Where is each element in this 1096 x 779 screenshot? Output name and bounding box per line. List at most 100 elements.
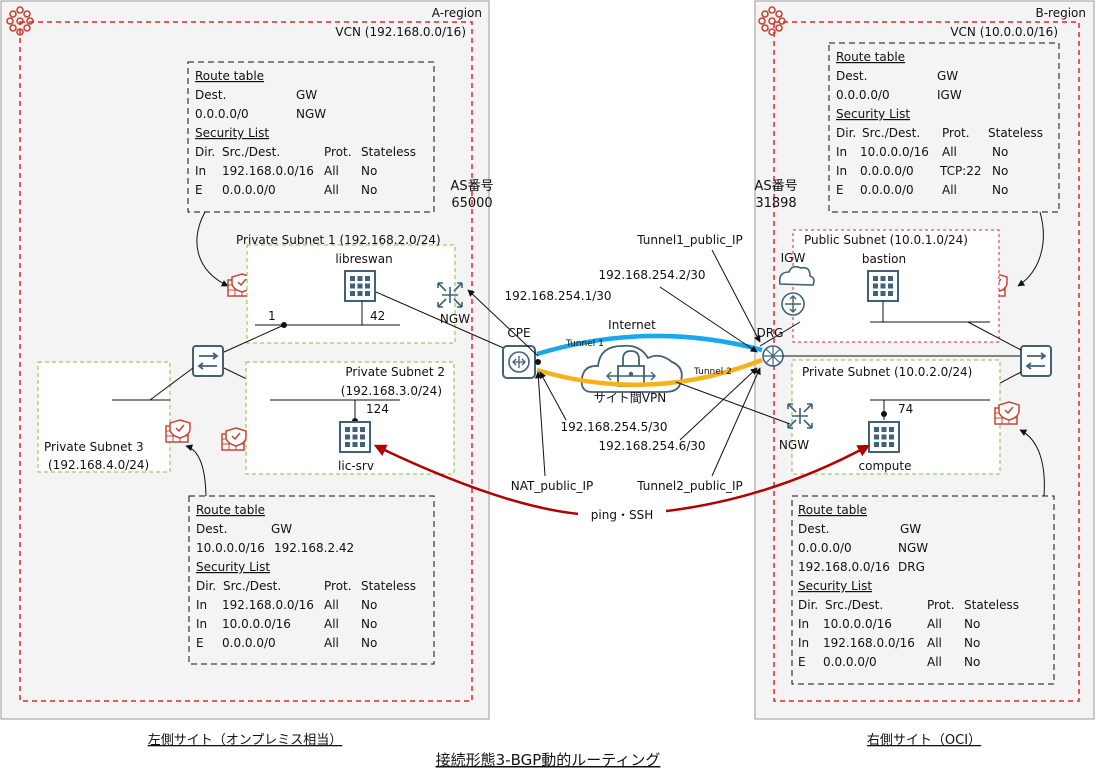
left-sl2-r0-prot: All xyxy=(324,598,339,612)
left-sl2-h-stateless: Stateless xyxy=(361,579,416,593)
cpe-router-icon xyxy=(502,345,536,379)
right-region-label: B-region xyxy=(1035,6,1086,20)
right-sl2-r2-prot: All xyxy=(927,655,942,669)
right-sl2-r0-src: 10.0.0.0/16 xyxy=(823,617,892,631)
nat-public-ip-leader xyxy=(534,371,546,477)
right-rt2-row1-dest: 192.168.0.0/16 xyxy=(798,560,890,574)
right-sl2-r0-dir: In xyxy=(798,617,809,631)
compute-port-label: 74 xyxy=(898,402,913,416)
lic-srv-port-label: 124 xyxy=(366,402,389,416)
security-list-icon-left-3 xyxy=(165,419,191,443)
router-to-subnet3-line xyxy=(149,367,194,401)
tunnel2-public-ip-leader xyxy=(711,367,761,477)
internet-label: Internet xyxy=(608,318,656,332)
left-sl2-r2-src: 0.0.0.0/0 xyxy=(222,636,276,650)
right-sl1-r1-dir: In xyxy=(836,164,847,178)
right-sl1-r2-prot: All xyxy=(942,183,957,197)
vcn-router-icon-left xyxy=(192,345,224,377)
compute-server-icon xyxy=(868,421,900,453)
ip-254-5-label: 192.168.254.5/30 xyxy=(560,420,667,434)
drg-label: DRG xyxy=(757,326,784,340)
right-sl2-r1-dir: In xyxy=(798,636,809,650)
left-route-table-1-title: Route table xyxy=(195,69,264,83)
left-sl1-r1-prot: All xyxy=(324,183,339,197)
left-sl2-r1-src: 10.0.0.0/16 xyxy=(222,617,291,631)
tunnel2-public-ip-label: Tunnel2_public_IP xyxy=(636,479,743,493)
right-sl1-r1-src: 0.0.0.0/0 xyxy=(860,164,914,178)
cpe-label: CPE xyxy=(507,326,530,340)
right-rt2-row1-gw: DRG xyxy=(898,560,925,574)
right-as-number: 31898 xyxy=(755,196,796,211)
left-sl2-h-src: Src./Dest. xyxy=(223,579,281,593)
left-sl2-h-dir: Dir. xyxy=(196,579,216,593)
right-sl2-h-stateless: Stateless xyxy=(964,598,1019,612)
ip-254-1-leader xyxy=(467,289,539,357)
right-rt1-row-gw: IGW xyxy=(937,88,962,102)
igw-label: IGW xyxy=(781,251,806,265)
ip-254-5-leader xyxy=(539,371,567,421)
ngw-left-label: NGW xyxy=(440,312,470,326)
libreswan-server-icon xyxy=(344,270,376,302)
ip-254-6-label: 192.168.254.6/30 xyxy=(598,439,705,453)
right-sl1-r0-dir: In xyxy=(836,145,847,159)
tunnel1-public-ip-label: Tunnel1_public_IP xyxy=(636,233,743,247)
left-sl2-r0-stateless: No xyxy=(361,598,377,612)
tunnel-1-label: Tunnel 1 xyxy=(565,339,604,349)
right-sl1-h-prot: Prot. xyxy=(942,126,970,140)
left-private-subnet-1-label: Private Subnet 1 (192.168.2.0/24) xyxy=(236,233,441,247)
left-sl1-h-dir: Dir. xyxy=(195,145,215,159)
right-sl2-r1-prot: All xyxy=(927,636,942,650)
vpn-label: サイト間VPN xyxy=(594,391,666,405)
right-router-to-public-line xyxy=(967,321,1022,351)
left-route-table-2-title: Route table xyxy=(196,503,265,517)
right-rt2-dest-header: Dest. xyxy=(798,522,829,536)
left-route-table-1-box xyxy=(187,61,435,213)
left-site-caption: 左側サイト（オンプレミス相当） xyxy=(148,733,343,748)
right-sl2-r1-src: 192.168.0.0/16 xyxy=(823,636,915,650)
right-rt1-gw-header: GW xyxy=(937,69,958,83)
ngw-right-label: NGW xyxy=(779,438,809,452)
left-sl1-r0-src: 192.168.0.0/16 xyxy=(222,164,314,178)
right-public-subnet-label: Public Subnet (10.0.1.0/24) xyxy=(804,233,968,247)
right-vcn-label: VCN (10.0.0.0/16) xyxy=(950,25,1058,39)
right-sl2-r0-prot: All xyxy=(927,617,942,631)
left-private-subnet-3-line1: Private Subnet 3 xyxy=(44,440,144,454)
router-to-subnet1-line xyxy=(223,324,285,353)
router-port-1-label: 1 xyxy=(268,309,276,323)
left-rt1-row-gw: NGW xyxy=(296,107,326,121)
right-sl1-r0-stateless: No xyxy=(992,145,1008,159)
left-rt2-row-dest: 10.0.0.0/16 xyxy=(196,541,265,555)
left-rt2-row-gw: 192.168.2.42 xyxy=(274,541,354,555)
libreswan-to-cpe-line xyxy=(375,291,509,351)
left-sl2-r2-stateless: No xyxy=(361,636,377,650)
right-rt2-row0-dest: 0.0.0.0/0 xyxy=(798,541,852,555)
security-list-icon-left-2 xyxy=(221,427,247,451)
left-as-label: AS番号 xyxy=(450,179,493,194)
drg-icon xyxy=(762,345,784,367)
left-rt1-gw-header: GW xyxy=(296,88,317,102)
left-security-list-1-title: Security List xyxy=(195,126,269,140)
bastion-server-icon xyxy=(867,270,899,302)
right-site-caption: 右側サイト（OCI） xyxy=(867,733,981,748)
tunnel-2-line xyxy=(536,357,763,388)
right-as-label: AS番号 xyxy=(754,179,797,194)
left-sl2-h-prot: Prot. xyxy=(324,579,352,593)
right-rt1-row-dest: 0.0.0.0/0 xyxy=(836,88,890,102)
right-sl2-h-prot: Prot. xyxy=(927,598,955,612)
right-security-list-1-title: Security List xyxy=(836,107,910,121)
right-security-list-2-title: Security List xyxy=(798,579,872,593)
libreswan-port-label: 42 xyxy=(370,309,385,323)
left-sl2-r0-dir: In xyxy=(196,598,207,612)
left-sl1-r1-dir: E xyxy=(195,183,203,197)
right-sl2-h-dir: Dir. xyxy=(798,598,818,612)
left-security-list-2-title: Security List xyxy=(196,560,270,574)
right-route-table-2-title: Route table xyxy=(798,503,867,517)
right-sl1-h-dir: Dir. xyxy=(836,126,856,140)
left-private-subnet-3-line2: (192.168.4.0/24) xyxy=(48,458,149,472)
left-private-subnet-2-line2: (192.168.3.0/24) xyxy=(341,384,442,398)
libreswan-label: libreswan xyxy=(335,252,392,266)
right-sl2-r2-stateless: No xyxy=(964,655,980,669)
right-sl1-r1-stateless: No xyxy=(992,164,1008,178)
